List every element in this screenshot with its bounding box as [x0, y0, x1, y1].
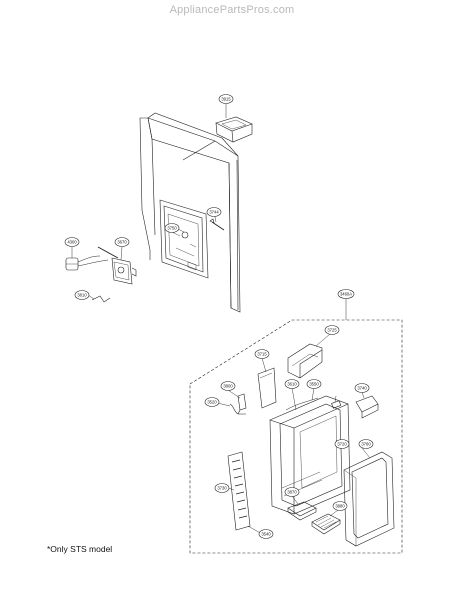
screw-part [209, 218, 225, 231]
callout-connector-center: 3550 [306, 379, 322, 389]
footnote: *Only STS model [47, 544, 113, 554]
upper-duct-part [287, 343, 323, 379]
callout-label: 3725 [327, 328, 337, 333]
callout-housing-right: 3720 [334, 439, 350, 449]
assembly-boundary [189, 319, 403, 554]
callout-label: 3870 [287, 490, 297, 495]
callout-assembly-group: 3460A [337, 289, 355, 299]
callout-frame-panel: 3760 [358, 439, 374, 449]
callout-label: 3610 [287, 382, 297, 387]
callout-label: 3744 [209, 210, 219, 215]
callout-label: 3880 [335, 504, 345, 509]
callout-lever-small: 3800 [220, 381, 236, 391]
right-switch-part [355, 395, 379, 419]
heater-lamp-part [65, 255, 109, 271]
callout-label: 3520 [207, 400, 217, 405]
callout-heater-lamp: 4300 [64, 237, 80, 247]
callout-label: 3800 [223, 384, 233, 389]
callout-label: 4300 [67, 240, 77, 245]
callout-duct-upper: 3725 [324, 325, 340, 335]
callout-label: 3720 [337, 442, 347, 447]
callout-label: 3670 [117, 240, 127, 245]
callout-label: 3730 [217, 486, 227, 491]
callout-grille: 3880 [332, 501, 348, 511]
callout-solenoid-motor: 3670 [114, 237, 130, 247]
callout-harness-center: 3610 [284, 379, 300, 389]
center-connector-part [331, 400, 342, 409]
door-panel [139, 112, 241, 313]
callout-switch-right: 3740 [354, 383, 370, 393]
callout-label: 3540 [261, 532, 271, 537]
top-bin-part [215, 116, 253, 143]
callout-spring-clip: 3520 [204, 397, 220, 407]
callout-screw-upper: 3744 [206, 207, 222, 217]
spring-clip-part [229, 403, 246, 415]
control-pcb-part [227, 451, 251, 531]
drip-tray-part [287, 501, 317, 521]
callout-label: 3750 [167, 226, 177, 231]
wire-part [91, 295, 111, 303]
callout-drip-tray: 3870 [284, 487, 300, 497]
callout-label: 3740 [357, 386, 367, 391]
leader-lines [71, 104, 371, 535]
dispenser-housing [269, 395, 351, 515]
callout-flap-panel: 3715 [254, 349, 270, 359]
solenoid-part [97, 246, 137, 285]
grille-part [311, 513, 341, 535]
callout-wire-harness: 3810 [74, 290, 90, 300]
callout-label: 3460A [340, 292, 352, 297]
callout-control-pcb: 3730 [214, 483, 230, 493]
callout-label: 3550 [309, 382, 319, 387]
dispenser-recess [159, 199, 209, 279]
frame-panel-part [343, 451, 395, 547]
small-lever-part [237, 393, 247, 415]
callout-label: 3715 [257, 352, 267, 357]
callout-pcb-screw: 3540 [258, 529, 274, 539]
callout-dispenser-recess: 3750 [164, 223, 180, 233]
watermark: AppliancePartsPros.com [169, 4, 295, 16]
callout-top-bin: 3915 [218, 94, 234, 104]
callout-label: 3810 [77, 293, 87, 298]
callout-label: 3760 [361, 442, 371, 447]
callout-label: 3915 [221, 97, 231, 102]
flap-panel-part [257, 367, 277, 409]
